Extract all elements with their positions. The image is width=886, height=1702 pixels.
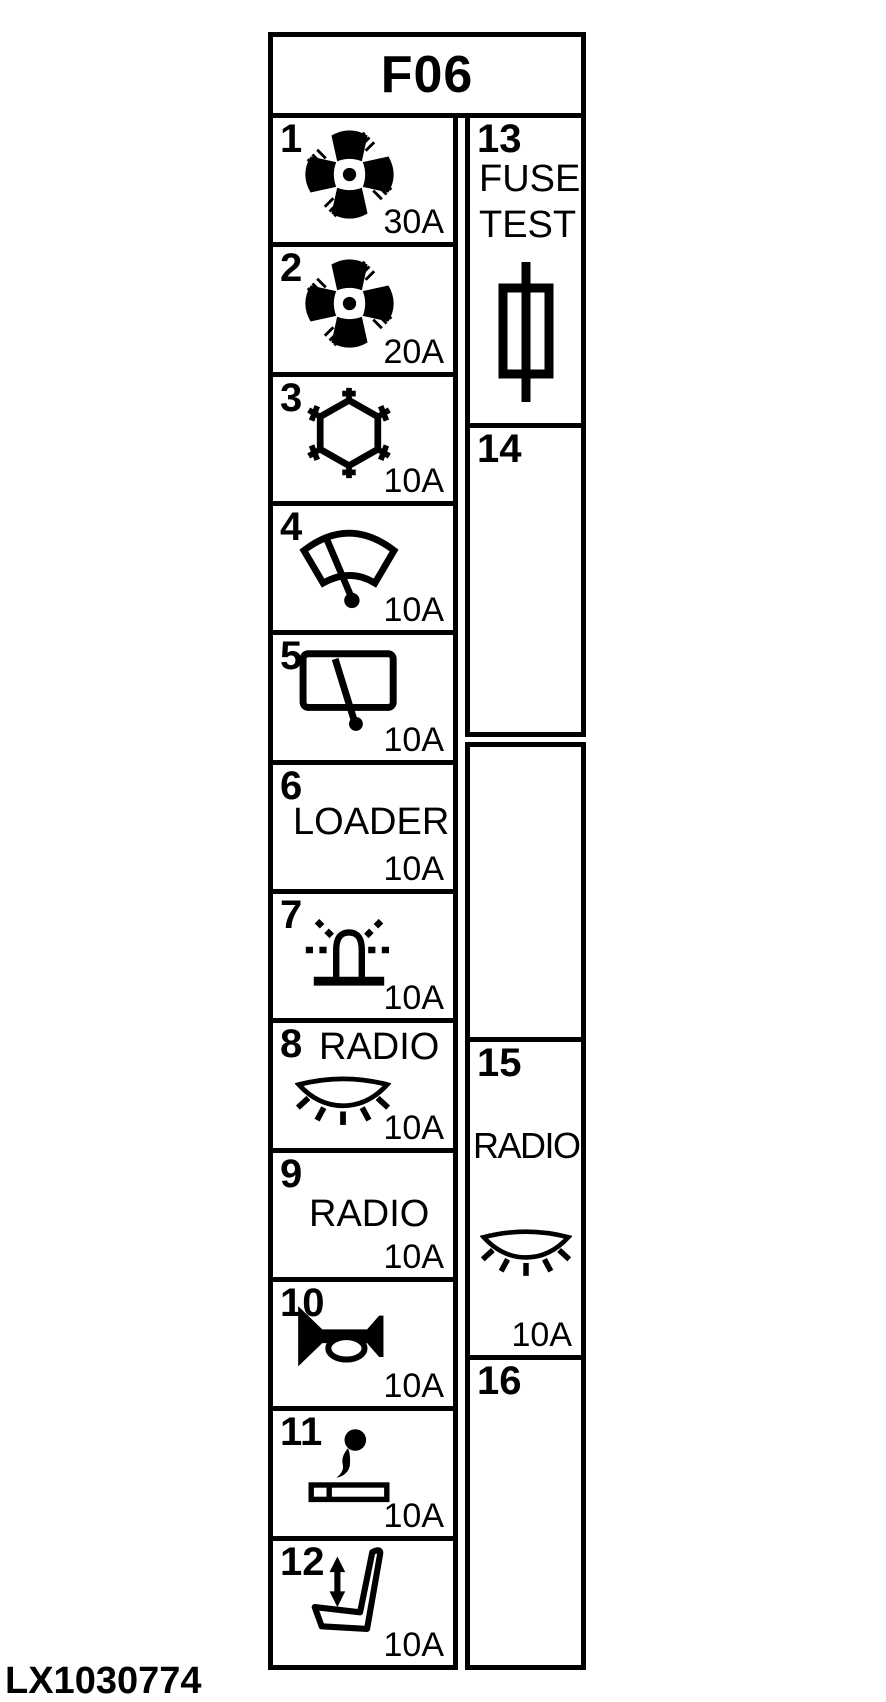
fuse-cell-6: 6 LOADER 10A	[268, 763, 458, 894]
fuse-amperage: 10A	[383, 979, 445, 1018]
fuse-cell-15: 15 RADIO 10A	[465, 1042, 586, 1360]
fuse-amperage: 10A	[383, 1108, 445, 1147]
fuse-number: 7	[280, 892, 303, 937]
fuse-amperage: 20A	[383, 332, 445, 371]
fuse-cell-13: 13 FUSE TEST	[465, 118, 586, 428]
fuse-cell-4: 4 10A	[268, 504, 458, 636]
fuse-number: 3	[280, 375, 303, 420]
fuse-amperage: 30A	[383, 203, 445, 242]
fuse-number: 16	[477, 1359, 522, 1403]
fuse-cell-1: 1 30A	[268, 117, 458, 248]
fuse-cell-3: 3 10A	[268, 375, 458, 506]
fuse-number: 12	[280, 1539, 325, 1584]
fuse-label: RADIO	[473, 1125, 581, 1166]
fuse-number: 11	[280, 1410, 323, 1455]
fuse-amperage: 10A	[383, 1496, 445, 1535]
fuse-amperage: 10A	[383, 1625, 445, 1664]
panel-illumination-icon	[295, 1076, 391, 1126]
fuse-label: LOADER	[293, 800, 450, 843]
panel-title-text: F06	[380, 46, 474, 104]
fuse-amperage: 10A	[383, 591, 445, 630]
fuse-number: 15	[477, 1041, 522, 1085]
fuse-amperage: 10A	[383, 849, 445, 888]
panel-illumination-icon	[479, 1229, 572, 1276]
fuse-amperage: 10A	[383, 720, 445, 759]
fan-icon	[304, 129, 394, 219]
fuse-number: 1	[280, 117, 303, 161]
fuse-label-line2: TEST	[479, 204, 577, 246]
fuse-cell-5: 5 10A	[268, 634, 458, 765]
fuse-label: RADIO	[309, 1192, 430, 1235]
fuse-number: 10	[280, 1280, 325, 1325]
fuse-amperage: 10A	[383, 1367, 445, 1406]
fuse-amperage: 10A	[511, 1316, 573, 1354]
fuse-cell-14: 14	[465, 428, 586, 737]
fuse-label-line1: FUSE	[479, 158, 581, 200]
fan-icon	[304, 259, 394, 348]
fuse-cell-blank	[465, 742, 586, 1042]
fuse-amperage: 10A	[383, 461, 445, 500]
fuse-number: 5	[280, 634, 303, 679]
fuse-cell-7: 7 10A	[268, 892, 458, 1024]
fuse-amperage: 10A	[383, 1237, 445, 1276]
fuse-cell-2: 2 20A	[268, 246, 458, 377]
fuse-number: 2	[280, 246, 303, 291]
fuse-number: 6	[280, 763, 303, 808]
fuse-cell-8: 8 RADIO 10A	[268, 1022, 458, 1153]
fuse-number: 4	[280, 504, 303, 549]
fuse-column-left: 1 30A 2	[268, 118, 458, 1670]
fuse-number: 9	[280, 1151, 303, 1196]
fuse-number: 13	[477, 117, 522, 161]
fuse-number: 8	[280, 1022, 303, 1067]
fuse-panel-title: F06	[268, 32, 586, 118]
fuse-cell-16: 16	[465, 1360, 586, 1670]
fuse-label: RADIO	[319, 1026, 440, 1069]
fuse-cell-10: 10 10A	[268, 1280, 458, 1412]
fuse-cell-12: 12 10A	[268, 1539, 458, 1670]
figure-code: LX1030774	[5, 1660, 202, 1702]
fuse-cell-11: 11 10A	[268, 1410, 458, 1541]
fuse-cell-9: 9 RADIO 10A	[268, 1151, 458, 1282]
rotating-beacon-icon	[305, 919, 393, 986]
fuse-test-icon	[498, 262, 553, 402]
fuse-number: 14	[477, 427, 522, 471]
